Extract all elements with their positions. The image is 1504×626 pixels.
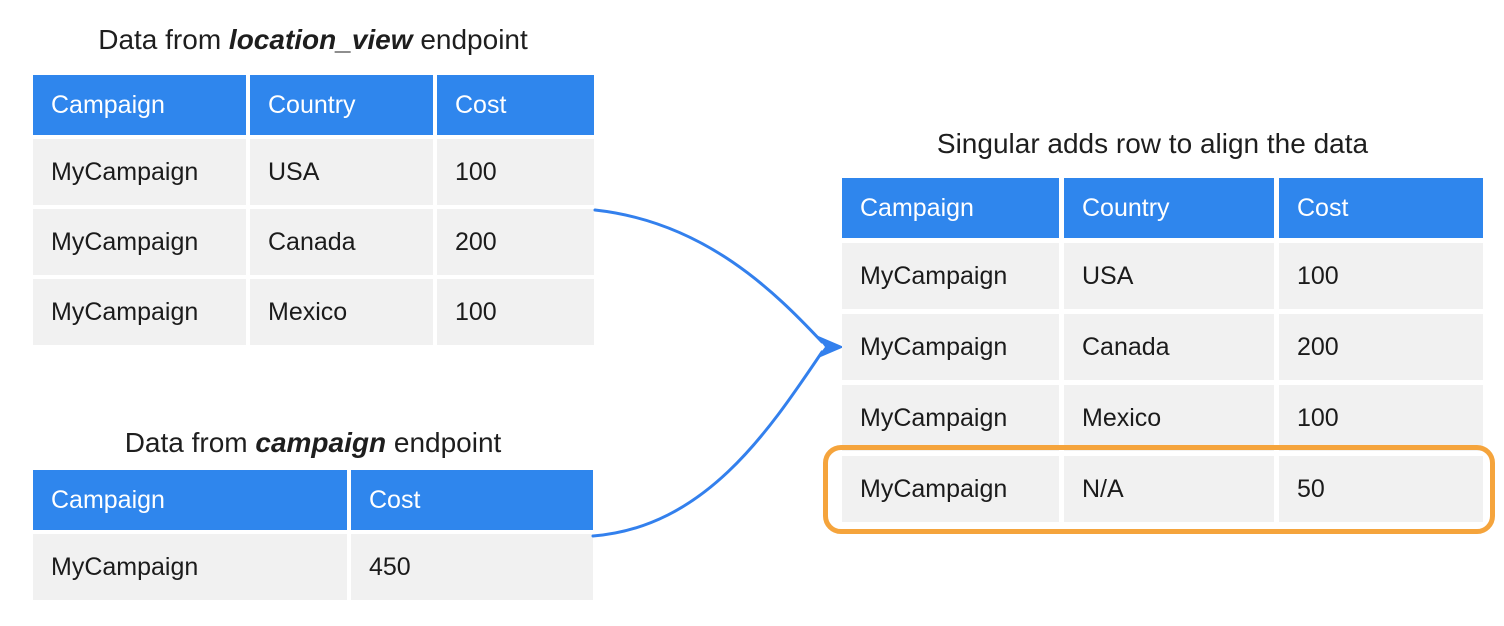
column-header-cost: Cost — [351, 470, 593, 530]
table-cell: MyCampaign — [842, 314, 1059, 380]
added-row-cell: N/A — [1064, 456, 1274, 522]
table-cell: 450 — [351, 534, 593, 600]
title-emphasis: location_view — [228, 24, 413, 55]
table-cell: MyCampaign — [33, 534, 347, 600]
table-cell: MyCampaign — [33, 209, 246, 275]
location-view-table-title: Data from location_view endpoint — [33, 22, 593, 58]
table-cell: Canada — [1064, 314, 1274, 380]
table-cell: MyCampaign — [33, 279, 246, 345]
column-header-cost: Cost — [437, 75, 594, 135]
table-cell: Mexico — [250, 279, 433, 345]
table-cell: 100 — [1279, 243, 1483, 309]
title-prefix: Data from — [124, 427, 256, 458]
title-emphasis: campaign — [255, 427, 387, 458]
result-table-title: Singular adds row to align the data — [936, 128, 1369, 159]
campaign-table: Campaign Cost MyCampaign 450 — [33, 470, 593, 600]
table-cell: MyCampaign — [842, 385, 1059, 451]
campaign-table-title: Data from campaign endpoint — [33, 425, 593, 461]
arrow-from-campaign — [591, 350, 824, 538]
title-suffix: endpoint — [386, 427, 502, 458]
result-table: Campaign Country Cost MyCampaign USA 100… — [842, 178, 1483, 522]
title-suffix: endpoint — [412, 24, 528, 55]
column-header-cost: Cost — [1279, 178, 1483, 238]
table-cell: USA — [250, 139, 433, 205]
table-cell: 100 — [437, 279, 594, 345]
table-cell: 200 — [1279, 314, 1483, 380]
added-row-cell: MyCampaign — [842, 456, 1059, 522]
table-cell: MyCampaign — [33, 139, 246, 205]
location-view-table: Campaign Country Cost MyCampaign USA 100… — [33, 75, 594, 345]
column-header-country: Country — [250, 75, 433, 135]
column-header-campaign: Campaign — [33, 470, 347, 530]
arrow-from-location-view — [593, 208, 824, 344]
table-cell: Mexico — [1064, 385, 1274, 451]
table-cell: 200 — [437, 209, 594, 275]
column-header-country: Country — [1064, 178, 1274, 238]
merge-arrows — [591, 208, 844, 538]
arrowhead-icon — [816, 335, 844, 359]
column-header-campaign: Campaign — [33, 75, 246, 135]
table-cell: 100 — [1279, 385, 1483, 451]
table-cell: MyCampaign — [842, 243, 1059, 309]
title-prefix: Data from — [98, 24, 229, 55]
column-header-campaign: Campaign — [842, 178, 1059, 238]
table-cell: Canada — [250, 209, 433, 275]
table-cell: USA — [1064, 243, 1274, 309]
table-cell: 100 — [437, 139, 594, 205]
added-row-cell: 50 — [1279, 456, 1483, 522]
